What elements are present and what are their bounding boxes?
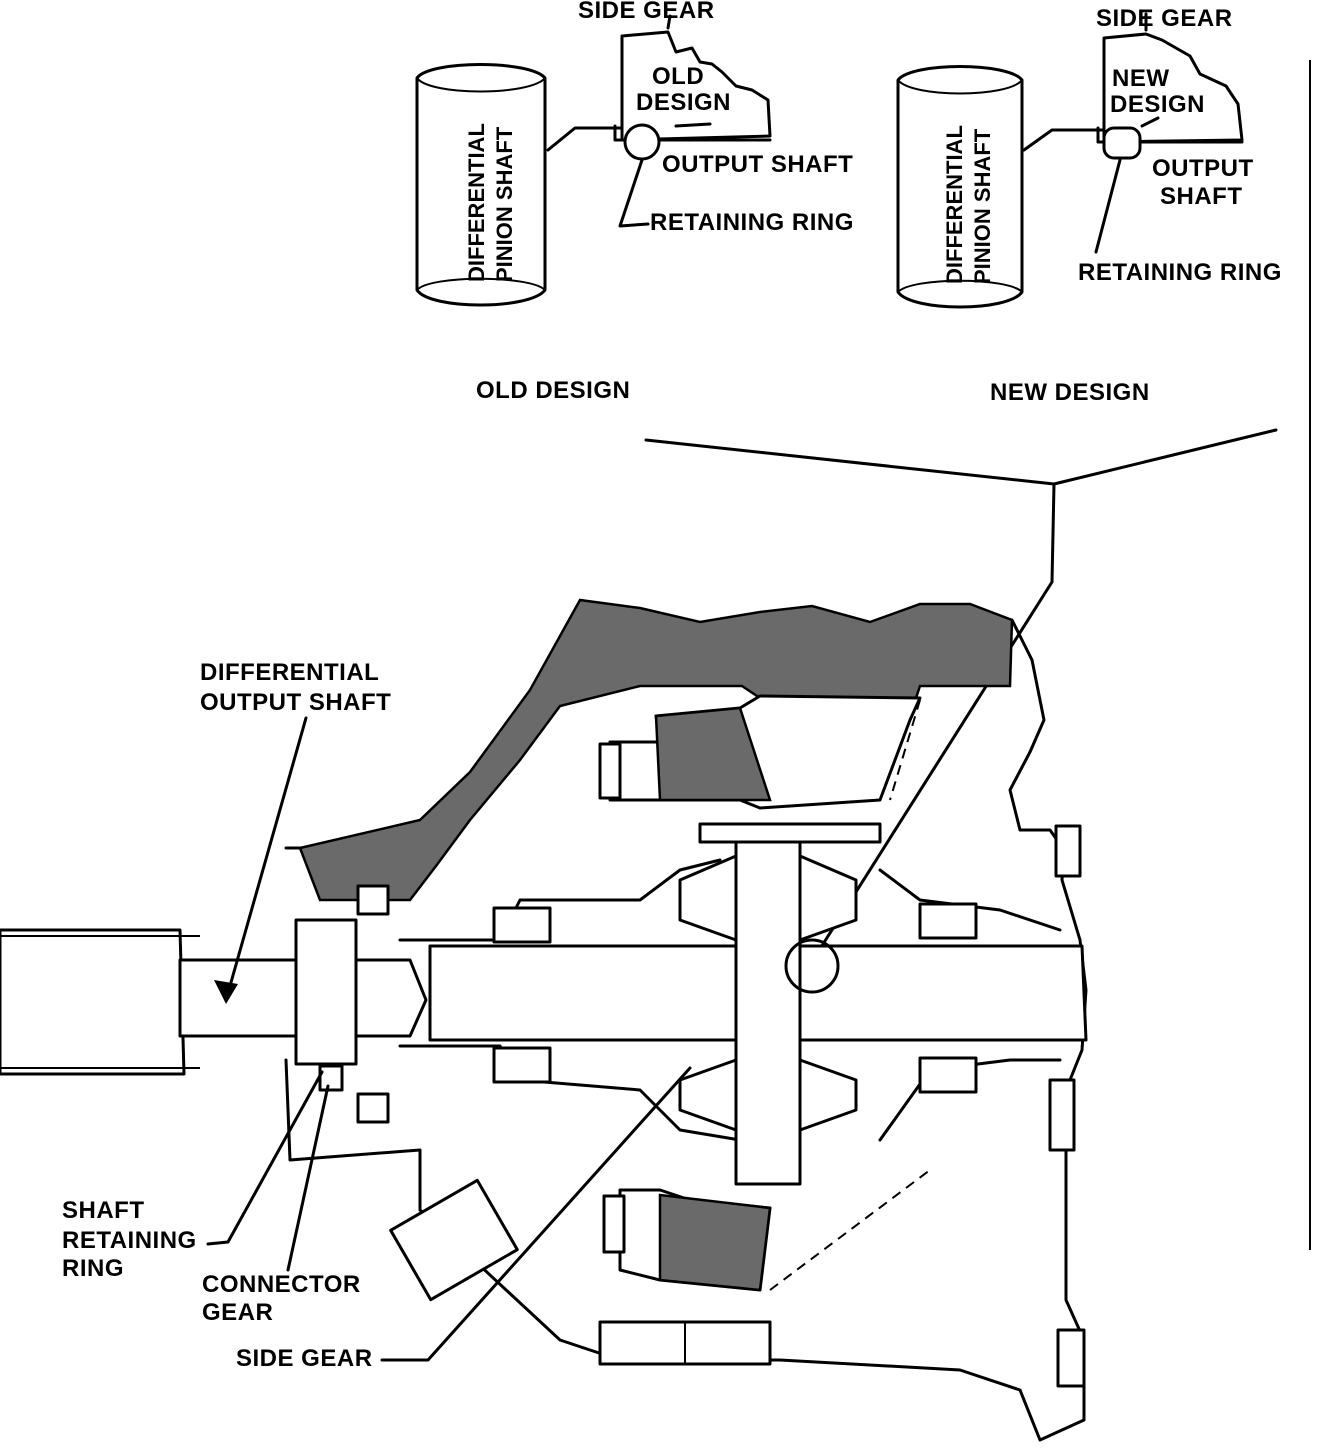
diff-output-leader (224, 716, 308, 1002)
old-side-gear-label: SIDE GEAR (578, 0, 715, 24)
diff-output-label-2: OUTPUT SHAFT (200, 689, 391, 716)
new-ring-leader (1094, 158, 1122, 254)
ring-gear-top-dash (889, 699, 921, 801)
new-output-shaft-edge (1096, 126, 1244, 144)
pinion-shaft (734, 836, 802, 1186)
ring-gear-bottom-teeth (658, 1193, 772, 1292)
side-bolt-upper (1054, 824, 1082, 878)
old-retaining-ring (623, 123, 661, 161)
connector-gear-label-2: GEAR (202, 1299, 273, 1326)
new-pinion-shaft-top (897, 79, 1023, 95)
pinion-shaft-cap (698, 822, 882, 844)
new-design-caption: NEW DESIGN (990, 379, 1150, 406)
new-design-label-2: DESIGN (1110, 91, 1205, 118)
old-pinion-shaft-bottom (416, 277, 546, 291)
cover-bolt-lower (1056, 1328, 1086, 1388)
diff-output-arrowhead (214, 980, 238, 1004)
old-retaining-ring-label: RETAINING RING (650, 209, 854, 236)
new-pinion-shaft (896, 65, 1024, 309)
shaft-retaining-leader (206, 1070, 324, 1246)
housing-outline (284, 618, 1088, 1442)
design-connector-top (644, 428, 1278, 486)
pinion-gear-left-upper (678, 854, 738, 942)
ring-gear-bottom-dash (769, 1169, 931, 1291)
old-pinion-shaft-label-1: DIFFERENTIAL (464, 123, 489, 282)
new-output-label-2: SHAFT (1160, 183, 1243, 210)
old-side-gear-leader (666, 14, 672, 30)
new-design-label-1: NEW (1112, 65, 1170, 92)
shaft-retaining-ring (318, 1064, 344, 1092)
side-gear-label: SIDE GEAR (236, 1345, 373, 1372)
differential-assembly (0, 598, 1088, 1442)
design-connector-leader (816, 482, 1056, 954)
old-side-gear-block (620, 30, 772, 142)
pinion-gear-left-lower (678, 1058, 738, 1132)
shaft-retaining-label-1: SHAFT (62, 1197, 145, 1224)
pinion-gear-right-upper (798, 854, 858, 942)
new-retaining-ring-label: RETAINING RING (1078, 259, 1282, 286)
pinion-gear-right-lower (798, 1058, 858, 1132)
old-pinion-shaft-top (416, 77, 546, 93)
new-retaining-ring (1102, 126, 1142, 160)
left-axle-tube (0, 928, 186, 1076)
mount-bracket (389, 1178, 519, 1302)
old-shaft-leader (546, 126, 624, 152)
new-design-inset: SIDE GEAR NEW DESIGN OUTPUT SHAFT RETAIN… (896, 5, 1282, 309)
old-design-inset: SIDE GEAR OLD DESIGN OUTPUT SHAFT RETAIN… (415, 0, 854, 307)
new-design-arrow (1140, 116, 1160, 128)
housing-top-shaded (298, 598, 1014, 902)
shaft-retaining-label-2: RETAINING (62, 1227, 197, 1254)
side-bolt-lower (1048, 1078, 1076, 1152)
detail-circle (784, 938, 840, 994)
new-output-label-1: OUTPUT (1152, 155, 1254, 182)
new-shaft-leader (1022, 128, 1106, 152)
left-bearing-lower (492, 1046, 552, 1084)
old-design-caption: OLD DESIGN (476, 377, 630, 404)
old-design-arrow (674, 122, 712, 128)
old-ring-leader (618, 158, 650, 228)
right-bearing-lower (918, 1056, 978, 1094)
diff-output-label-1: DIFFERENTIAL (200, 659, 379, 686)
old-output-shaft-edge (613, 124, 772, 142)
old-pinion-shaft-label-2: PINION SHAFT (492, 126, 517, 282)
old-output-shaft-label: OUTPUT SHAFT (662, 151, 853, 178)
connector-gear-label-1: CONNECTOR (202, 1271, 361, 1298)
new-pinion-shaft-bottom (897, 279, 1023, 293)
ring-bolt-bottom (602, 1194, 626, 1254)
shaft-retaining-label-3: RING (62, 1255, 124, 1282)
case-lower-wall (398, 1044, 742, 1142)
new-side-gear-label: SIDE GEAR (1096, 5, 1233, 32)
ring-bolt-top (598, 742, 622, 800)
old-design-label-1: OLD (652, 63, 704, 90)
new-pinion-shaft-label-1: DIFFERENTIAL (942, 125, 967, 284)
old-design-label-2: DESIGN (636, 89, 731, 116)
left-bearing-upper (492, 906, 552, 944)
lower-seal-block (356, 1092, 390, 1124)
side-gear-leader (380, 1066, 692, 1362)
new-pinion-shaft-label-2: PINION SHAFT (970, 128, 995, 284)
right-bearing-upper (918, 902, 978, 940)
case-upper-wall (398, 858, 722, 942)
upper-seal-block (356, 884, 390, 916)
ring-gear-top-teeth (654, 706, 772, 802)
axle-tube-inner-lines (0, 935, 200, 1069)
connector-gear (294, 918, 358, 1066)
connector-gear-leader (286, 1084, 330, 1272)
